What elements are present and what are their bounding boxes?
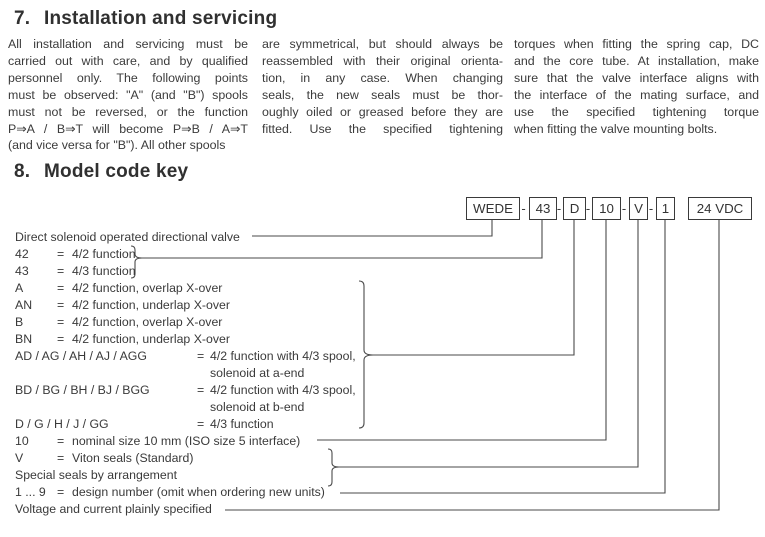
body-line: the interface of the mating surface, and [514,87,759,102]
body-line: when fitting the valve mounting bolts. [514,121,718,136]
model-key-row-43: 43 = 4/3 function [0,263,765,280]
row-label: Voltage and current plainly specified [15,502,212,516]
code-box-v: V [629,197,648,220]
row-desc: 4/2 function with 4/3 spool, [210,383,356,397]
model-key-row-bd-cont: solenoid at b-end [0,399,765,416]
body-line: carried out with care, and by qualified [8,53,248,68]
row-desc: design number (omit when ordering new un… [72,485,325,499]
row-code: V [15,451,24,465]
equals-sign: = [57,451,65,465]
row-label: Direct solenoid operated directional val… [15,230,240,244]
model-key-row-b: B = 4/2 function, overlap X-over [0,314,765,331]
row-desc: solenoid at b-end [210,400,305,414]
model-key-row-an: AN = 4/2 function, underlap X-over [0,297,765,314]
equals-sign: = [57,315,65,329]
equals-sign: = [57,485,65,499]
row-desc: solenoid at a-end [210,366,305,380]
row-code: A [15,281,24,295]
row-desc: 4/2 function, overlap X-over [72,315,223,329]
body-line: seals, the new seals must be thor- [262,87,503,102]
section7-column-1: All installation and servicing must be c… [8,36,248,154]
equals-sign: = [57,281,65,295]
body-line: sure that the valve interface aligns wit… [514,70,759,85]
model-key-row-bd: BD / BG / BH / BJ / BGG = 4/2 function w… [0,382,765,399]
model-key-row-valve: Direct solenoid operated directional val… [0,229,765,246]
row-desc: 4/2 function [72,247,136,261]
code-box-1: 1 [656,197,675,220]
equals-sign: = [197,349,205,363]
code-box-d: D [563,197,586,220]
section8-title: Model code key [44,161,189,182]
body-line: and the core tube. At installation, make [514,53,759,68]
code-separator: - [621,201,627,216]
row-code: AD / AG / AH / AJ / AGG [15,349,147,363]
code-separator: - [648,201,654,216]
model-key-row-special-seals: Special seals by arrangement [0,467,765,484]
row-label: Special seals by arrangement [15,468,177,482]
row-code: BN [15,332,33,346]
equals-sign: = [57,298,65,312]
code-separator: - [521,201,526,216]
section7-column-3: torques when fitting the spring cap, DC … [514,36,759,137]
row-code: B [15,315,24,329]
row-code: BD / BG / BH / BJ / BGG [15,383,150,397]
equals-sign: = [57,332,65,346]
body-line: All installation and servicing must be [8,37,248,51]
code-separator: - [556,201,562,216]
model-key-row-a: A = 4/2 function, overlap X-over [0,280,765,297]
row-desc: 4/2 function with 4/3 spool, [210,349,356,363]
section8-number: 8. [14,161,31,182]
model-key-row-10: 10 = nominal size 10 mm (ISO size 5 inte… [0,433,765,450]
body-line: are symmetrical, but should always be [262,37,503,51]
model-key-row-dg: D / G / H / J / GG = 4/3 function [0,416,765,433]
code-box-10: 10 [592,197,621,220]
row-code: AN [15,298,33,312]
body-line: (and vice versa for "B"). All other spoo… [8,138,226,153]
body-line: fitted. Use the specified tightening [262,121,503,136]
section7-title: Installation and servicing [44,8,278,29]
body-line: must not be reversed, or the function [8,104,248,119]
section7-column-2: are symmetrical, but should always be re… [262,36,503,137]
equals-sign: = [197,383,205,397]
model-key-row-42: 42 = 4/2 function [0,246,765,263]
equals-sign: = [57,247,65,261]
body-line: oughly oiled or greased before they are [262,104,503,119]
code-separator: - [585,201,591,216]
equals-sign: = [57,264,65,278]
model-key-row-voltage: Voltage and current plainly specified [0,501,765,518]
body-line: torques when fitting the spring cap, DC [514,37,759,51]
model-key-row-v: V = Viton seals (Standard) [0,450,765,467]
row-desc: 4/3 function [210,417,274,431]
row-code: 1 ... 9 [15,485,46,499]
row-code: 10 [15,434,29,448]
model-key-row-design-number: 1 ... 9 = design number (omit when order… [0,484,765,501]
body-line: tion, in any case. When changing [262,70,503,85]
body-line: use the specified tightening torque [514,104,759,119]
model-key-row-ad-cont: solenoid at a-end [0,365,765,382]
row-code: 43 [15,264,29,278]
row-code: D / G / H / J / GG [15,417,109,431]
model-key-row-ad: AD / AG / AH / AJ / AGG = 4/2 function w… [0,348,765,365]
row-desc: Viton seals (Standard) [72,451,194,465]
code-box-voltage: 24 VDC [688,197,752,220]
row-code: 42 [15,247,29,261]
row-desc: 4/3 function [72,264,136,278]
body-line: must be observed: "A" (and "B") spools [8,87,248,102]
row-desc: 4/2 function, underlap X-over [72,298,230,312]
code-box-wede: WEDE [466,197,520,220]
body-line: reassembled with their original orienta- [262,53,503,68]
row-desc: 4/2 function, underlap X-over [72,332,230,346]
equals-sign: = [197,417,205,431]
row-desc: 4/2 function, overlap X-over [72,281,223,295]
model-key-row-bn: BN = 4/2 function, underlap X-over [0,331,765,348]
code-box-43: 43 [529,197,557,220]
equals-sign: = [57,434,65,448]
body-line: personnel only. The following points [8,70,248,85]
body-line: P⇒A / B⇒T will become P⇒B / A⇒T [8,121,248,136]
section7-number: 7. [14,8,31,29]
row-desc: nominal size 10 mm (ISO size 5 interface… [72,434,301,448]
